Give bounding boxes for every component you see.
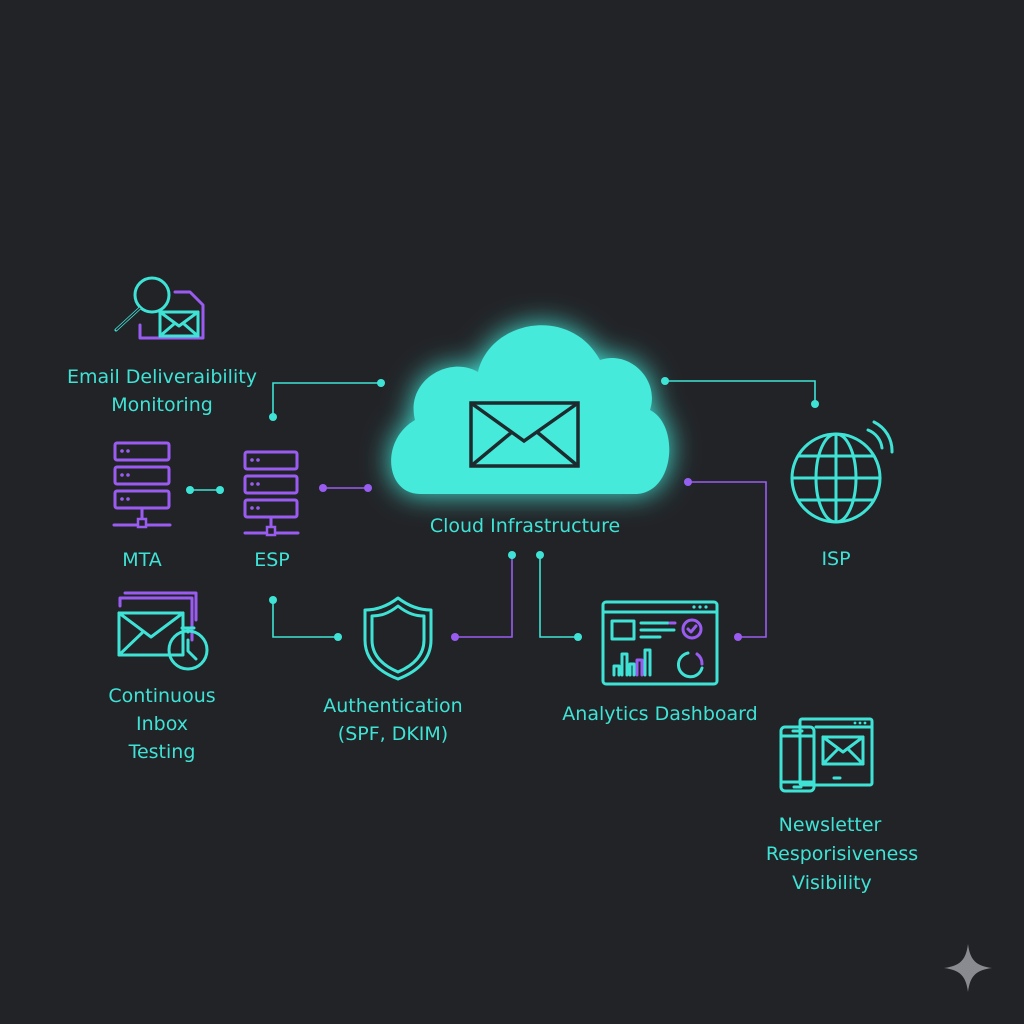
dashboard-icon (601, 600, 719, 686)
newsletter-label-line1: Newsletter (779, 814, 882, 836)
esp-label: ESP (254, 549, 290, 571)
monitoring-label-line2: Monitoring (111, 394, 213, 416)
connector-cloud-isp (661, 377, 819, 408)
magnifier-email-icon (114, 276, 205, 340)
authentication-label-line2: (SPF, DKIM) (338, 723, 448, 745)
isp-label: ISP (821, 548, 850, 570)
inbox-testing-label-line1: Continuous (108, 685, 215, 707)
connector-authentication-cloud (451, 551, 516, 641)
shield-check-icon (363, 596, 433, 681)
cloud-label: Cloud Infrastructure (430, 515, 620, 537)
inbox-testing-label-line3: Testing (128, 741, 196, 763)
connector-monitoring-cloud (269, 379, 385, 421)
authentication-label-line1: Authentication (323, 695, 462, 717)
connector-cloud-analytics (536, 551, 582, 641)
mta-label: MTA (122, 549, 162, 571)
envelope-stopwatch-icon (117, 591, 209, 671)
devices-email-icon (779, 717, 874, 793)
globe-icon (790, 420, 894, 524)
monitoring-label-line1: Email Deliveraibility (67, 366, 257, 388)
cloud-envelope-icon[interactable] (391, 325, 670, 494)
connector-esp-authentication (269, 596, 342, 641)
connector-mta-esp (186, 486, 224, 494)
sparkle-icon (944, 944, 992, 992)
connector-cloud-analytics-purple (684, 478, 767, 641)
analytics-label: Analytics Dashboard (562, 703, 757, 725)
connector-esp-cloud (319, 484, 372, 492)
newsletter-label-line2: Resporisiveness (766, 843, 918, 865)
inbox-testing-label-line2: Inbox (136, 713, 188, 735)
esp-server-icon (243, 450, 300, 537)
newsletter-label-line3: Visibility (792, 872, 872, 894)
mta-server-icon (112, 441, 172, 529)
